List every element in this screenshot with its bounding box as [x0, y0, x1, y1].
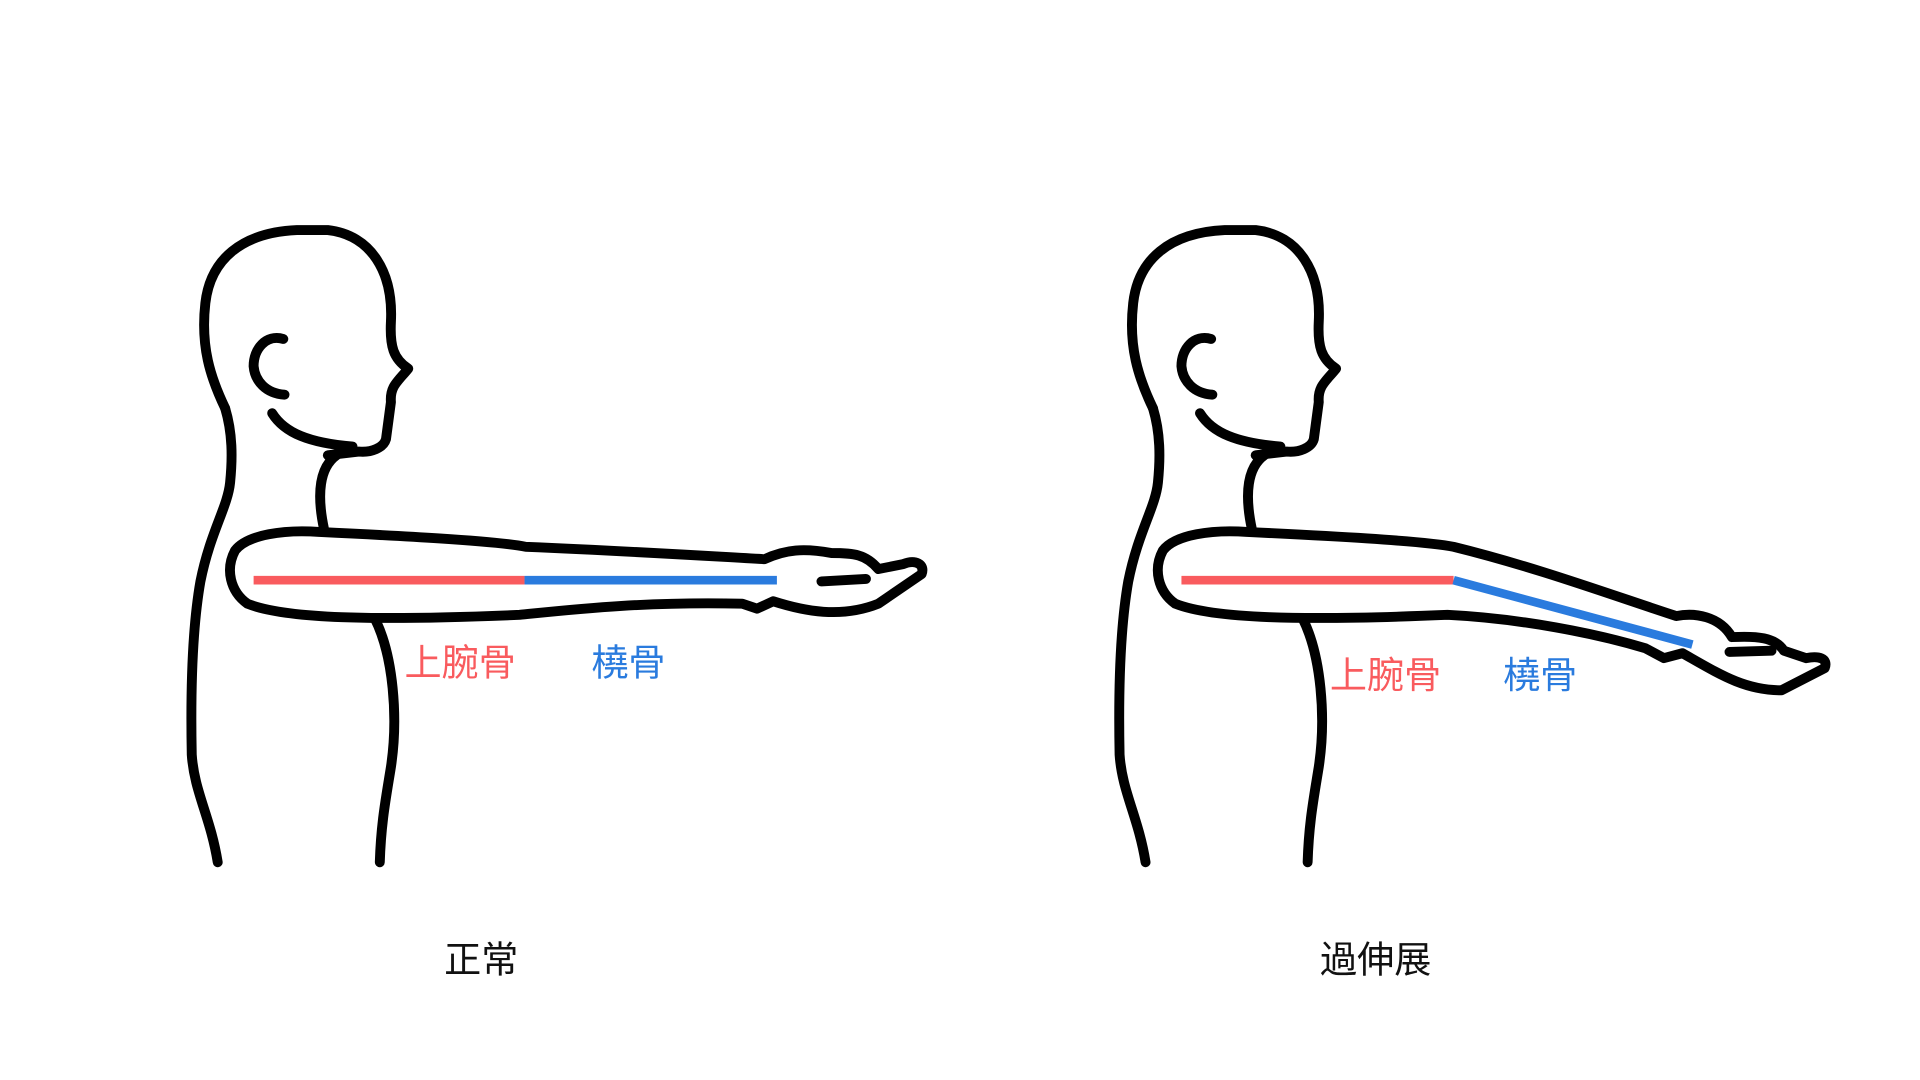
arm-outline — [225, 526, 928, 623]
thumb-outline — [816, 574, 871, 587]
humerus-label: 上腕骨 — [405, 641, 516, 684]
body-outline — [1119, 230, 1336, 862]
thumb-outline — [1724, 645, 1777, 657]
caption-hyperextension: 過伸展 — [1320, 938, 1431, 981]
caption-normal: 正常 — [444, 938, 518, 981]
radius-label: 橈骨 — [591, 641, 665, 684]
body-outline — [191, 230, 408, 862]
radius-line — [1452, 576, 1694, 649]
arm-outline — [1152, 526, 1831, 696]
radius-label: 橈骨 — [1503, 654, 1577, 697]
figure-normal: 上腕骨 橈骨 正常 — [191, 230, 928, 981]
humerus-label: 上腕骨 — [1330, 654, 1441, 697]
figure-hyperextension: 上腕骨 橈骨 過伸展 — [1119, 230, 1831, 981]
